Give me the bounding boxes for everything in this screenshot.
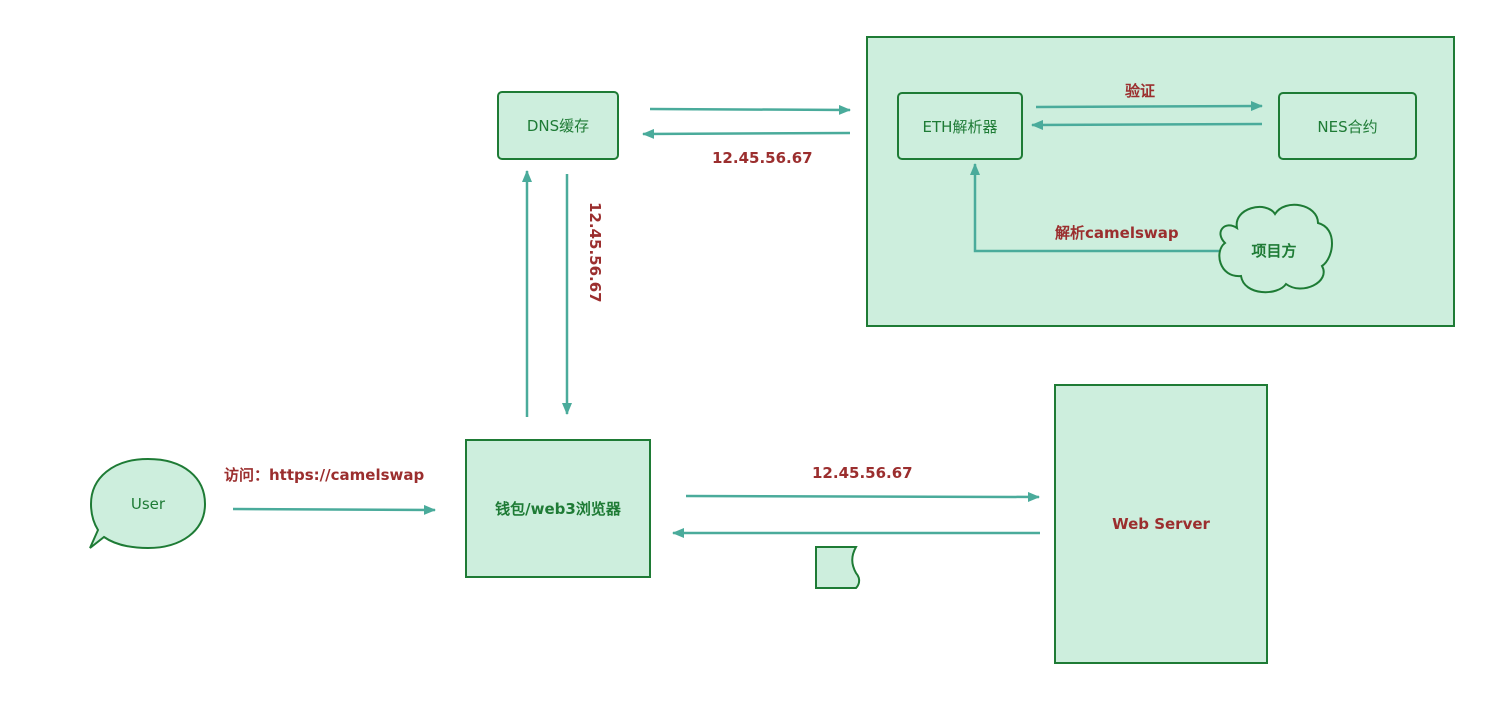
ip-dns-vertical-label: 12.45.56.67 [586,202,604,303]
eth-resolver-label: ETH解析器 [922,117,998,136]
verify-label: 验证 [1125,82,1156,100]
dns-cache-node[interactable]: DNS缓存 [497,91,619,160]
project-party-cloud[interactable] [1218,203,1333,294]
eth-resolver-node[interactable]: ETH解析器 [897,92,1023,160]
blockchain-group [866,36,1455,327]
user-speech-bubble[interactable] [89,457,207,550]
arrow-user-to-wallet [232,504,436,515]
project-party-label: 项目方 [1251,242,1296,260]
arrow-nes-to-resolver [1031,119,1263,130]
arrow-resolver-to-dns [642,128,851,139]
resolve-camelswap-label: 解析camelswap [1055,224,1179,242]
arrow-wallet-to-webserver [685,491,1040,502]
arrow-project-to-resolver [970,163,1222,253]
arrow-dns-to-resolver [649,104,851,115]
ip-webserver-label: 12.45.56.67 [812,464,913,482]
user-label: User [131,495,166,513]
web-server-label: Web Server [1112,515,1210,533]
web-server-node[interactable]: Web Server [1054,384,1268,664]
arrow-resolver-to-nes [1035,101,1263,112]
nes-contract-node[interactable]: NES合约 [1278,92,1417,160]
wallet-browser-node[interactable]: 钱包/web3浏览器 [465,439,651,578]
visit-url-label: 访问：https://camelswap [224,466,425,484]
ip-dns-top-label: 12.45.56.67 [712,149,813,167]
nes-contract-label: NES合约 [1317,117,1378,136]
response-document-icon [815,546,861,589]
dns-cache-label: DNS缓存 [526,117,590,135]
wallet-browser-label: 钱包/web3浏览器 [495,500,621,518]
